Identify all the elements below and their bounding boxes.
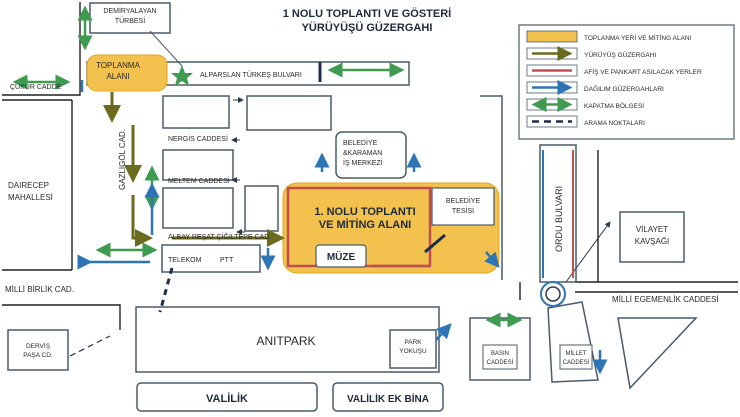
belediye-tesisi-label-2: TESİSİ: [452, 206, 474, 215]
vilayet-block: [619, 211, 685, 263]
milli-egemenlik-label: MİLLİ EGEMENLİK CADDESİ: [612, 295, 719, 304]
park-label-1: PARK: [404, 339, 422, 346]
dervis-block: [7, 329, 69, 371]
block-north-1: [162, 95, 230, 129]
dervis-label-2: PAŞA CD.: [23, 352, 53, 359]
dairecep-label-2: MAHALLESİ: [8, 193, 53, 202]
belediye-tesisi-box: [431, 187, 495, 226]
demiryalayan-label-1: DEMİRYALAYAN: [103, 6, 156, 15]
legend-label-3: DAĞILIM GÜZERGAHLARI: [584, 84, 664, 93]
ordu-label: ORDU BULVARI: [554, 186, 564, 252]
map-title-line2: YÜRÜYÜŞÜ GÜZERGAHI: [302, 21, 433, 34]
toplanma-alani: [86, 54, 168, 92]
dispersal-routes: [77, 80, 608, 375]
cukur-label: ÇUKUR CADDE: [10, 84, 62, 91]
star-icon: [171, 65, 193, 86]
basin-label-2: CADDESİ: [487, 359, 514, 366]
block-meltem: [162, 187, 234, 229]
dervis-dash: [69, 335, 111, 357]
block-telekom: [161, 244, 261, 273]
legend-label-4: KAPATMA BÖLGESİ: [584, 101, 644, 110]
legend-label-2: AFİŞ VE PANKART ASILACAK YERLER: [584, 67, 702, 76]
valilik-ek-block: [332, 382, 444, 412]
belediye-karaman-label-2: &KARAMAN: [343, 150, 382, 157]
legend-symbol-assembly: [526, 30, 578, 43]
alparslan-label: ALPARSLAN TÜRKEŞ BULVARI: [200, 71, 302, 79]
road-edges: [2, 2, 738, 330]
march-route: [103, 92, 285, 247]
valilik-label: VALİLİK: [206, 392, 248, 405]
belediye-karaman-label-3: İŞ MERKEZİ: [343, 158, 383, 167]
miting-label-1: 1. NOLU TOPLANTI: [314, 206, 415, 218]
checkpoints: [158, 62, 446, 313]
vilayet-label-2: KAVŞAĞI: [635, 237, 670, 246]
valilik-ek-label: VALİLİK EK BİNA: [347, 392, 429, 405]
legend-label-1: YÜRÜYÜŞ GÜZERGAHI: [584, 51, 656, 59]
miting-label-2: VE MİTİNG ALANI: [319, 218, 411, 231]
small-arrows: [231, 97, 245, 235]
legend-label-0: TOPLANMA YERİ VE MİTİNG ALANI: [584, 33, 692, 42]
millet-label-2: CADDESİ: [563, 359, 590, 366]
demiryalayan-label-2: TÜRBESİ: [115, 16, 145, 25]
telekom-label: TELEKOM: [168, 257, 202, 264]
triangle-block: [617, 317, 698, 390]
block-small: [244, 185, 279, 232]
legend: TOPLANMA YERİ VE MİTİNG ALANI YÜRÜYÜŞ GÜ…: [518, 24, 735, 140]
park-block: [389, 329, 437, 369]
belediye-karaman-box: [335, 131, 407, 179]
dairecep-label-1: DAIRECEP: [8, 181, 49, 190]
albay-label: ALBAY REŞAT ÇİĞİLTEPE CAD.: [168, 232, 271, 241]
basin-label-1: BASIN: [491, 351, 509, 357]
millet-inner: [559, 344, 593, 370]
vilayet-label-1: VİLAYET: [636, 225, 668, 234]
basin-inner: [482, 344, 518, 370]
milli-birlik-label: MİLLİ BİRLİK CAD.: [5, 285, 74, 294]
muze-label: MÜZE: [327, 250, 356, 263]
belediye-karaman-label-1: BELEDİYE: [343, 138, 378, 147]
ptt-label: PTT: [220, 257, 234, 264]
block-nergis: [162, 149, 234, 181]
muze-box: [315, 244, 367, 268]
meltem-label: MELTEM CADDESİ: [168, 176, 230, 185]
legend-label-5: ARAMA NOKTALARI: [584, 120, 645, 127]
map-title-line1: 1 NOLU TOPLANTI VE GÖSTERİ: [283, 7, 451, 20]
roundabout-inner: [545, 286, 561, 302]
anitpark-block: [135, 306, 440, 373]
toplanma-label-1: TOPLANMA: [96, 61, 141, 70]
gazligol-label: GAZLIGÖL CAD.: [118, 129, 127, 190]
millet-label-1: MİLLET: [565, 350, 586, 357]
dervis-label-1: DERVİŞ: [26, 341, 51, 350]
demiryalayan-block: [89, 2, 171, 34]
city-blocks: [7, 2, 698, 412]
roundabout-outer: [540, 281, 566, 307]
belediye-tesisi-label-1: BELEDİYE: [446, 196, 481, 205]
anitpark-label: ANITPARK: [256, 334, 315, 348]
park-label-2: YOKUŞU: [399, 348, 427, 355]
block-north-2: [246, 95, 332, 131]
star-pointer: [149, 30, 183, 67]
nergis-label: NERGİS CADDESİ: [168, 134, 228, 143]
valilik-block: [136, 382, 318, 412]
millet-block: [547, 301, 599, 383]
toplanma-label-2: ALANI: [106, 72, 129, 81]
